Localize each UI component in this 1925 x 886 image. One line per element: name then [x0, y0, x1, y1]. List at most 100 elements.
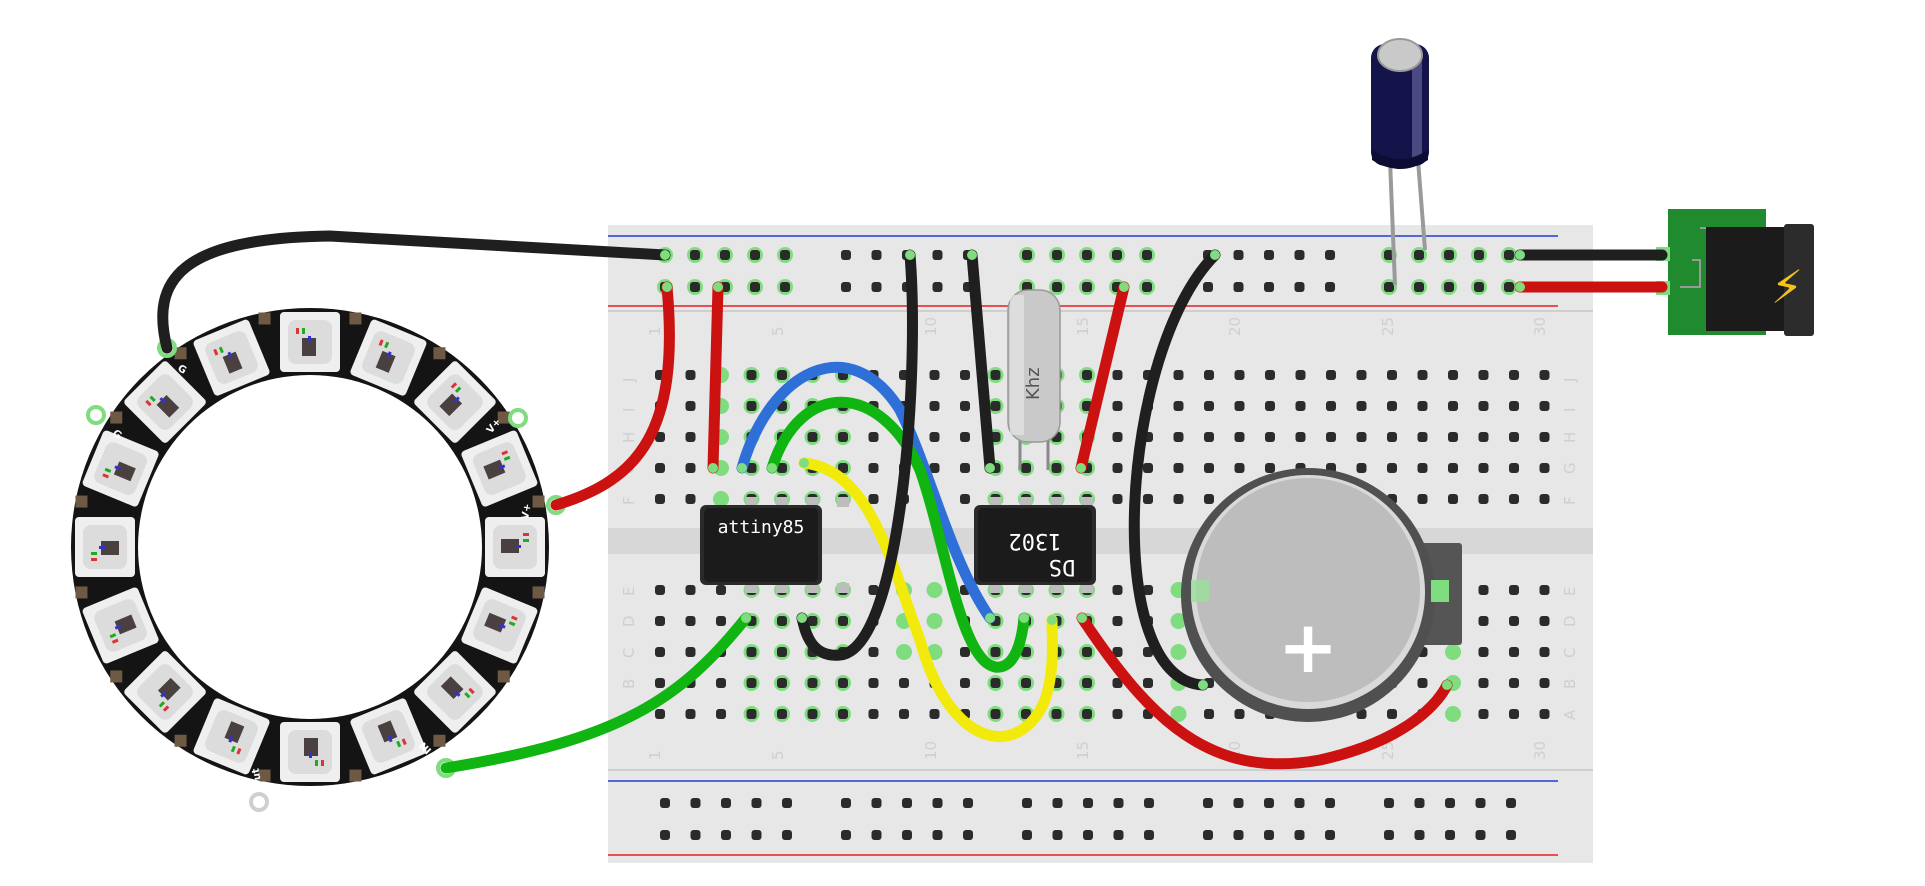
rail-hole [1052, 250, 1062, 260]
led-emitter [158, 701, 166, 708]
col-number-30: 30 [1531, 317, 1549, 336]
breadboard-hole [685, 432, 696, 442]
rail-hole [1474, 250, 1484, 260]
breadboard-hole [929, 709, 940, 719]
rail-hole [1022, 830, 1032, 840]
neopixel-led [124, 361, 206, 443]
breadboard-hole [1265, 370, 1275, 380]
rail-hole [1294, 798, 1305, 808]
breadboard-hole [1326, 370, 1336, 380]
breadboard-hole [777, 370, 787, 380]
rail-hole [780, 282, 790, 292]
rail-hole [1144, 798, 1154, 808]
led-emitter [236, 747, 242, 755]
col-number-15-bottom: 15 [1074, 741, 1092, 760]
ring-capacitor-pad [497, 411, 510, 424]
wire-end [1198, 680, 1208, 690]
rail-hole [751, 798, 762, 808]
rail-hole [1264, 830, 1274, 840]
led-emitter [321, 760, 324, 766]
breadboard-hole [990, 647, 1001, 657]
rail-hole [1112, 250, 1122, 260]
rail-hole [1414, 830, 1425, 840]
breadboard-hole [746, 678, 757, 688]
led-emitter [386, 351, 392, 358]
row-letter-b-right: B [1561, 679, 1579, 689]
breadboard-hole [1265, 463, 1275, 473]
breadboard-hole [1204, 494, 1214, 504]
rail-hole [690, 250, 700, 260]
rail-hole [1325, 830, 1335, 840]
breadboard-hole [838, 432, 848, 442]
neopixel-ring: G G V+ V+ IN Out [71, 308, 566, 812]
rail-hole [1082, 250, 1092, 260]
breadboard-hole [1539, 494, 1550, 504]
rail-hole [660, 798, 670, 808]
breadboard-hole [1112, 401, 1123, 411]
row-letter-h-right: H [1561, 432, 1579, 443]
breadboard-hole [1234, 463, 1245, 473]
crystal-label: Khz [1023, 367, 1044, 400]
chip-pin [1081, 583, 1093, 593]
breadboard-hole [1509, 401, 1519, 411]
led-emitter [453, 396, 460, 403]
breadboard-hole [1509, 709, 1519, 719]
led-emitter [149, 395, 156, 403]
breadboard-hole [1539, 370, 1550, 380]
breadboard-hole [1509, 585, 1519, 595]
neopixel-led [485, 517, 545, 577]
wire-green-ring-data [440, 612, 752, 774]
breadboard-hole [1539, 463, 1550, 473]
breadboard-hole [807, 709, 818, 719]
rail-hole [1052, 798, 1063, 808]
attiny85-label: attiny85 [718, 517, 805, 538]
wire-red-ring-power [550, 281, 675, 511]
ds1302-label-line1: 1302 [1009, 528, 1062, 553]
breadboard-hole [1539, 401, 1550, 411]
rail-hole [1083, 798, 1093, 808]
breadboard-hole [899, 678, 909, 688]
breadboard-hole [1478, 616, 1489, 626]
breadboard-hole [1539, 678, 1550, 688]
breadboard-hole [1082, 709, 1092, 719]
wire-end [741, 613, 751, 623]
rail-hole [1445, 830, 1455, 840]
breadboard-hole [1387, 401, 1397, 411]
breadboard-hole [1143, 463, 1153, 473]
breadboard-hole [1204, 370, 1214, 380]
neopixel-led [461, 587, 538, 664]
breadboard-hole [1234, 401, 1245, 411]
rail-hole [1294, 250, 1305, 260]
breadboard-hole [685, 370, 696, 380]
wire-end [985, 463, 995, 473]
ring-capacitor-pad [110, 670, 123, 683]
breadboard-hole [868, 585, 879, 595]
breadboard-hole [1387, 432, 1397, 442]
rail-hole [1052, 282, 1062, 292]
breadboard-hole [1173, 494, 1184, 504]
breadboard-hole [1356, 709, 1367, 719]
neopixel-led [75, 517, 135, 577]
breadboard-hole [685, 709, 696, 719]
row-letter-f-right: F [1561, 496, 1579, 505]
wire-endpoints [660, 250, 1525, 690]
led-emitter [315, 760, 318, 766]
breadboard-hole [1204, 709, 1214, 719]
led-emitter [227, 351, 233, 359]
led-emitter [450, 382, 458, 389]
breadboard-hole [1539, 709, 1550, 719]
led-die [302, 338, 316, 356]
ring-leds [75, 312, 545, 782]
row-letter-j: J [620, 378, 638, 383]
wire-end [1119, 282, 1129, 292]
led-emitter [160, 691, 167, 698]
neopixel-led [82, 430, 159, 507]
chip-pin [1020, 583, 1032, 593]
breadboard-hole [685, 585, 696, 595]
breadboard-hole [929, 432, 940, 442]
rail-hole [1203, 830, 1213, 840]
col-number-25-bottom: 25 [1379, 741, 1397, 760]
breadboard-hole [1478, 432, 1489, 442]
breadboard-hole [685, 401, 696, 411]
breadboard-hole [838, 616, 848, 626]
